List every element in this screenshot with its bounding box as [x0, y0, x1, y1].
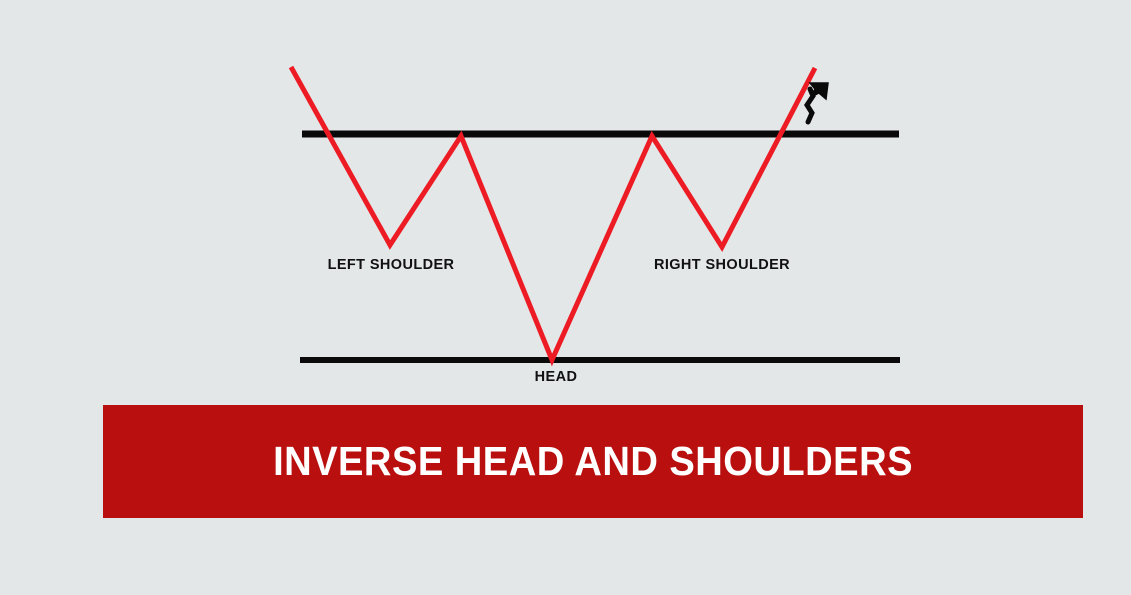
label-head: HEAD	[534, 369, 578, 385]
squiggly-up-arrow-icon	[804, 82, 829, 125]
title-banner: INVERSE HEAD AND SHOULDERS	[103, 405, 1083, 518]
label-left-shoulder: LEFT SHOULDER	[327, 257, 455, 273]
price-path-line	[288, 65, 818, 367]
label-right-shoulder: RIGHT SHOULDER	[653, 257, 791, 273]
banner-title-text: INVERSE HEAD AND SHOULDERS	[273, 438, 913, 484]
